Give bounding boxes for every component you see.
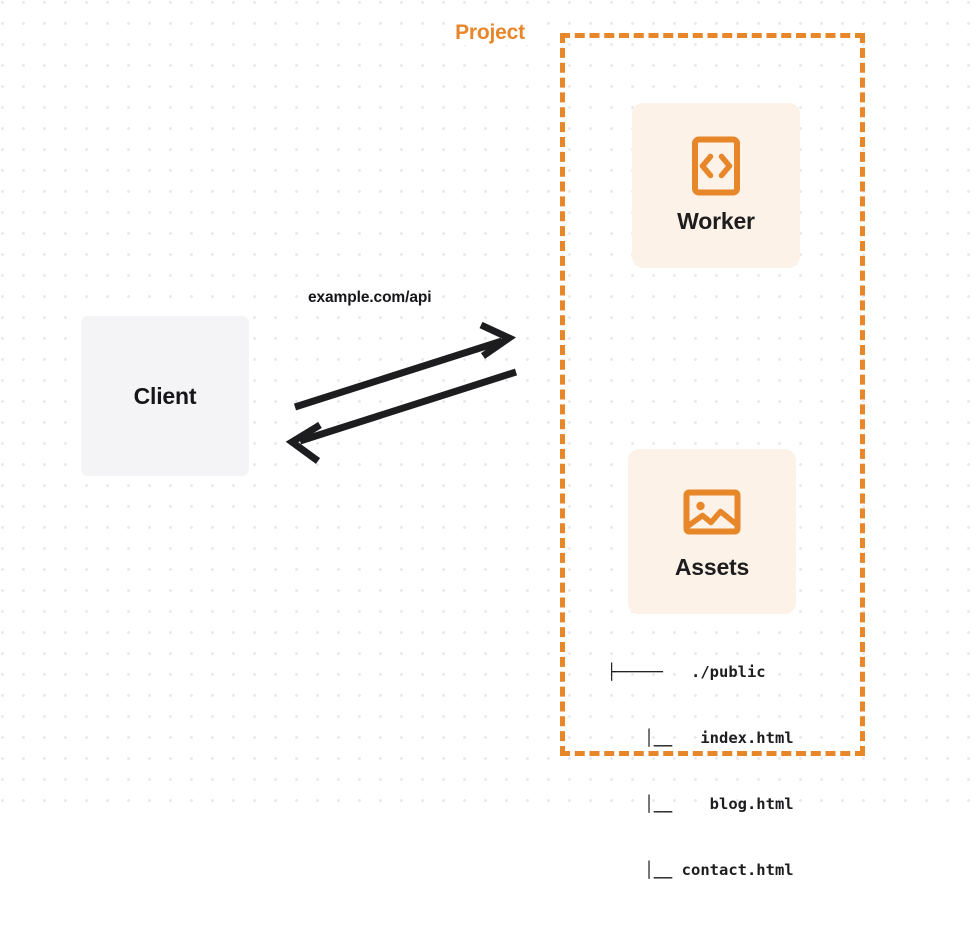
worker-label: Worker [677, 208, 755, 234]
file-tree-line: │__ index.html [607, 729, 794, 747]
file-tree-line: ├───── ./public [607, 663, 766, 681]
worker-card[interactable]: Worker [632, 103, 800, 268]
code-brackets-icon [692, 136, 740, 196]
file-tree-line: │__ contact.html [607, 861, 794, 879]
asset-file-tree: ├───── ./public │__ index.html │__ blog.… [607, 617, 794, 925]
response-arrow [285, 368, 518, 464]
connection-label: example.com/api [308, 289, 432, 306]
request-arrow [293, 321, 517, 411]
image-icon [683, 489, 741, 535]
file-tree-line: │__ blog.html [607, 795, 794, 813]
assets-label: Assets [674, 554, 750, 580]
diagram-canvas: Client example.com/api Project Worker [0, 0, 980, 879]
client-label: Client [133, 382, 197, 409]
project-title: Project [446, 21, 534, 45]
assets-card[interactable]: Assets [628, 449, 796, 614]
project-container [560, 33, 865, 756]
client-node[interactable]: Client [81, 316, 249, 476]
